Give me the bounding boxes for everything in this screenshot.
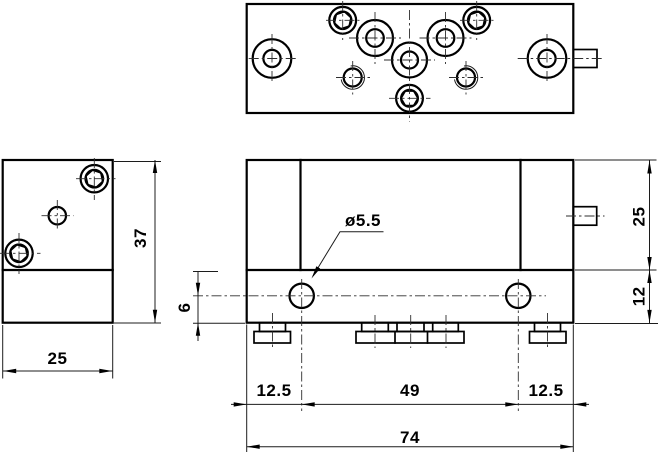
dim-upper-height: 25 — [630, 207, 649, 227]
hex-socket-screw-top-right — [460, 1, 494, 40]
stepped-hole-upper-right — [419, 12, 472, 64]
foot-left — [253, 313, 292, 348]
foot-right — [528, 313, 567, 348]
front-view — [193, 158, 605, 411]
dimension-total-width-74: 74 — [246, 428, 574, 449]
dim-right-offset: 12.5 — [528, 381, 563, 400]
counterbore-hole-left — [248, 34, 297, 84]
stepped-hole-upper-left — [349, 12, 401, 64]
side-view-outline — [1, 158, 114, 324]
hex-socket-screw-side-bottom — [0, 233, 41, 274]
dim-side-height: 37 — [131, 228, 150, 248]
dim-left-offset: 12.5 — [256, 381, 291, 400]
dim-total-width: 74 — [400, 428, 420, 447]
hex-socket-screw-side-top — [76, 158, 116, 200]
dim-flange-height: 12 — [630, 286, 649, 306]
front-view-outline — [245, 158, 575, 324]
dim-hole-height: 6 — [175, 303, 194, 313]
threaded-hole-left — [336, 61, 370, 95]
dimension-hole-height-6: 6 — [175, 271, 245, 341]
counterbore-hole-right — [517, 34, 605, 84]
dim-diameter-callout: ø5.5 — [345, 211, 381, 230]
top-view — [245, 1, 605, 122]
threaded-hole-right — [449, 61, 484, 95]
dimension-chain-bottom: 12.5 49 12.5 — [231, 324, 589, 452]
hole-side-center — [41, 200, 74, 232]
dimension-upper-height-25: 25 — [575, 159, 657, 271]
leader-diameter-callout: ø5.5 — [311, 211, 384, 279]
stepped-hole-center — [384, 10, 435, 122]
hex-socket-screw-top-left — [326, 1, 360, 40]
side-view — [0, 158, 116, 324]
dimension-side-height-37: 37 — [114, 160, 161, 324]
feet-center-cluster — [355, 315, 465, 348]
dim-hole-spacing: 49 — [400, 381, 420, 400]
dimension-side-width-25: 25 — [2, 325, 114, 379]
dim-side-width: 25 — [48, 349, 68, 368]
dimension-flange-height-12: 12 — [575, 270, 658, 324]
